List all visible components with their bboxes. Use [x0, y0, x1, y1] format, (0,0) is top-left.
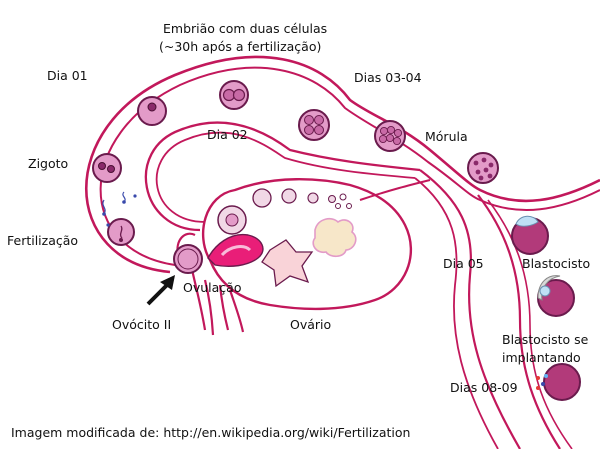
follicle-4 [307, 192, 319, 204]
implanting-spot-4 [544, 374, 548, 378]
morula-dot-3 [488, 162, 494, 168]
follicle-6 [339, 193, 347, 201]
two-cell-blastomere-2 [232, 88, 246, 102]
morula-dot-4 [475, 169, 481, 175]
label-day05: Dia 05 [443, 256, 484, 271]
ovary-outline [202, 178, 413, 311]
tube-inner-wall-2 [155, 131, 416, 223]
corpus-luteum [261, 239, 314, 288]
day01-nucleus [147, 102, 157, 112]
morula-dot-6 [487, 173, 493, 179]
follicle-3 [281, 188, 297, 204]
hatching-inner-mass [539, 285, 551, 297]
label-fertilization: Fertilização [7, 233, 78, 248]
ovary-ligament [359, 179, 431, 201]
oocyte-cell-inner [177, 248, 199, 270]
follicle-2 [252, 188, 272, 208]
label-morula: Mórula [425, 129, 468, 144]
four-cell-blastomere-2 [314, 115, 324, 125]
morula-dot-7 [478, 175, 484, 181]
fimbriae [176, 232, 245, 336]
eight-cell-blastomere-6 [392, 136, 402, 146]
implanting-spot-3 [536, 386, 540, 390]
implanting-spot-1 [536, 376, 540, 380]
uterus-lining-2 [487, 199, 573, 449]
label-blastocyst-implanting-2: implantando [502, 350, 581, 365]
sperm-3-head [106, 223, 110, 227]
eight-cell-blastomere-3 [393, 128, 403, 138]
two-cell-blastomere-1 [222, 88, 236, 102]
uterus-wall-right [414, 177, 499, 449]
follicle-5 [328, 195, 336, 203]
follicle-1-inner [225, 213, 239, 227]
label-embryo-two-cells-time: (~30h após a fertilização) [159, 39, 321, 54]
eight-cell-blastomere-5 [385, 133, 395, 143]
eight-cell-blastomere-1 [379, 126, 389, 136]
sperm-4-head [133, 194, 137, 198]
four-cell-blastomere-1 [304, 115, 314, 125]
sperm-2-head [122, 200, 126, 204]
label-days0809: Dias 08-09 [450, 380, 518, 395]
four-cell-blastomere-3 [304, 125, 314, 135]
fertilization-sperm-head [119, 238, 123, 242]
morula-dot-1 [473, 160, 479, 166]
blastocyst-inner-mass [515, 215, 539, 227]
corpus-albicans [312, 217, 357, 258]
uterus-wall-left [419, 169, 521, 449]
uterus-lining [477, 194, 561, 449]
label-day02: Dia 02 [207, 127, 248, 142]
four-cell-blastomere-4 [314, 125, 324, 135]
label-ovulation: Ovulação [183, 280, 241, 295]
oocyte-arrow-shaft [146, 283, 169, 306]
morula-dot-2 [481, 157, 487, 163]
zygote-pronucleus-2 [107, 165, 115, 173]
eight-cell-blastomere-2 [386, 125, 396, 135]
label-oocyte: Ovócito II [112, 317, 171, 332]
credit-text: Imagem modificada de: http://en.wikipedi… [11, 425, 410, 440]
follicle-7 [335, 203, 341, 209]
implanting-blastocyst-cell [543, 363, 581, 401]
oocyte-arrow-head [160, 275, 175, 290]
label-blastocyst: Blastocisto [522, 256, 590, 271]
label-ovary: Ovário [290, 317, 331, 332]
ruptured-follicle-inner [220, 245, 252, 257]
implanting-spot-2 [541, 382, 545, 386]
zygote-cell [92, 153, 122, 183]
label-zygote: Zigoto [28, 156, 68, 171]
four-cell-embryo [298, 109, 330, 141]
eight-cell-blastomere-4 [378, 134, 388, 144]
fertilization-sperm-in-cell [119, 225, 123, 239]
label-embryo-two-cells: Embrião com duas células [163, 21, 327, 36]
zygote-pronucleus-1 [98, 162, 106, 170]
ruptured-follicle [207, 233, 264, 267]
morula-dot-5 [483, 167, 489, 173]
tube-inner-wall [144, 121, 421, 232]
label-day01: Dia 01 [47, 68, 88, 83]
label-blastocyst-implanting-1: Blastocisto se [502, 332, 589, 347]
label-days0304: Dias 03-04 [354, 70, 422, 85]
sperm-1-head [102, 212, 106, 216]
follicle-8 [346, 203, 352, 209]
tube-outer-wall [84, 55, 600, 274]
